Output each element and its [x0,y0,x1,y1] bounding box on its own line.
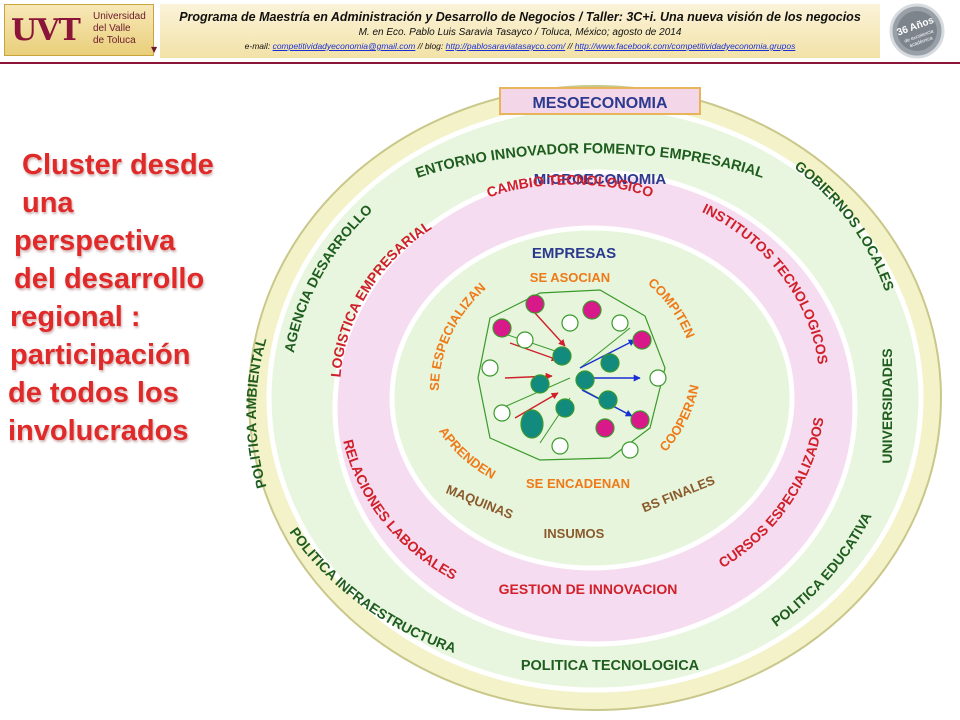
facebook-link[interactable]: http://www.facebook.com/competitividadye… [574,41,796,51]
micro-bottom-label: GESTION DE INNOVACION [499,581,678,597]
node-white [621,441,639,459]
title-line: participación [10,339,191,371]
node-white [649,369,667,387]
node-magenta [630,410,650,430]
meso-right-label: UNIVERSIDADES [879,348,895,463]
node-magenta [582,300,602,320]
flow-arrow [509,342,559,362]
node-teal [575,370,595,390]
node-magenta [492,318,512,338]
logo-line: de Toluca [93,35,136,46]
label-se-encadenan: SE ENCADENAN [526,476,630,491]
node-white [611,314,629,332]
cluster-diagram: MESOECONOMIA ENTORNO INNOVADOR FOMENTO E… [243,85,942,711]
logo-line: Universidad [93,11,146,22]
core-ring [389,225,795,571]
logo-text: Universidad del Valle de Toluca [93,11,153,47]
meso-title: MESOECONOMIA [532,95,668,112]
logo-mark: UVT [11,13,81,48]
header-info: Programa de Maestría en Administración y… [160,4,880,58]
node-white [493,404,511,422]
title-line: regional : [10,301,141,333]
meso-title-box [499,87,701,115]
network-outline [477,289,666,461]
node-teal [552,346,572,366]
title-line: involucrados [8,415,189,447]
node-magenta [525,294,545,314]
empresas-title: EMPRESAS [532,245,616,262]
node-teal [600,353,620,373]
node-teal [530,374,550,394]
program-title: Programa de Maestría en Administración y… [179,10,861,24]
email-link[interactable]: competitividadyeconomia@gmail.com [272,41,416,51]
label-insumos: INSUMOS [544,526,605,541]
uvt-logo[interactable]: UVT Universidad del Valle de Toluca ▼ [4,4,158,56]
slide-title: Cluster desde una perspectiva del desarr… [8,146,240,450]
node-magenta [595,418,615,438]
micro-title: MICROECONOMIA [534,171,667,188]
anniversary-badge: 36 Años de excelencia académica [889,3,945,59]
flow-arrow [534,312,566,347]
edge [501,377,571,409]
node-teal-large [520,409,544,439]
title-line: Cluster desde [22,149,214,181]
email-label: e-mail: [244,41,271,51]
blog-label: // blog: [417,41,444,51]
node-magenta [632,330,652,350]
meso-bottom-label: POLITICA TECNOLOGICA [521,658,700,674]
header-bar: UVT Universidad del Valle de Toluca ▼ Pr… [0,0,960,64]
link-separator: // [567,41,573,51]
edge [579,327,631,369]
node-white [516,331,534,349]
author-line: M. en Eco. Pablo Luis Saravia Tasayco / … [358,27,682,38]
node-white [551,437,569,455]
blog-link[interactable]: http://pablosaraviatasayco.com/ [445,41,566,51]
title-line: perspectiva [14,225,176,257]
title-line: del desarrollo [14,263,205,295]
node-teal [555,398,575,418]
chevron-down-icon: ▼ [151,45,158,54]
node-teal [598,390,618,410]
contact-links: e-mail: competitividadyeconomia@gmail.co… [160,41,880,51]
flow-arrow [514,392,559,419]
title-line: una [22,187,74,219]
cluster-network [477,289,667,461]
title-line: de todos los [8,377,179,409]
node-white [481,359,499,377]
node-white [561,314,579,332]
logo-line: del Valle [93,23,131,34]
label-se-asocian: SE ASOCIAN [530,270,610,285]
